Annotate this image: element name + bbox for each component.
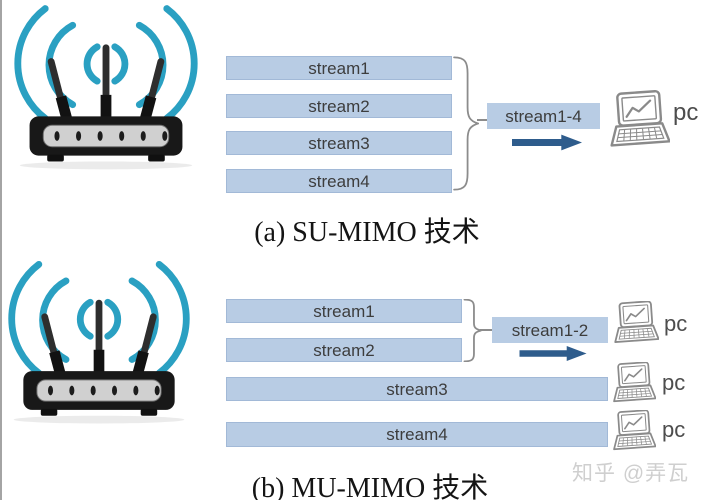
mu-caption: (b) MU-MIMO 技术: [251, 473, 489, 500]
su-stream3-label: stream3: [308, 133, 370, 153]
mu-stream3-label: stream3: [386, 379, 448, 399]
router-icon: [2, 256, 196, 428]
flow-arrow-icon: [519, 345, 587, 362]
group-brace-icon: [452, 56, 479, 191]
flow-arrow-icon: [512, 134, 583, 151]
left-edge-line: [0, 0, 2, 500]
su-stream1-label: stream1: [308, 58, 370, 78]
mu-stream4-bar: stream4: [226, 422, 608, 447]
mu-pc2-label: pc: [662, 370, 686, 395]
pc-laptop-icon: [606, 90, 670, 147]
pc-laptop-icon: [611, 301, 659, 343]
su-aggregate-box: stream1-4: [487, 103, 600, 129]
mu-stream3-bar: stream3: [226, 377, 608, 401]
mu-aggregate-label: stream1-2: [511, 320, 589, 340]
brace-connector-line: [477, 119, 488, 121]
mu-aggregate-box: stream1-2: [492, 317, 608, 343]
su-stream4-label: stream4: [308, 171, 370, 191]
mu-stream1-label: stream1: [313, 301, 375, 321]
pc-laptop-icon: [610, 410, 656, 451]
su-stream2-bar: stream2: [226, 94, 452, 118]
su-aggregate-label: stream1-4: [505, 106, 582, 126]
router-icon: [8, 2, 204, 172]
su-caption: (a) SU-MIMO 技术: [254, 217, 480, 248]
mu-pc3-label: pc: [662, 417, 686, 442]
su-stream2-label: stream2: [308, 96, 370, 116]
su-pc-label: pc: [673, 99, 699, 126]
brace-connector-line: [480, 329, 492, 331]
mu-stream2-bar: stream2: [226, 338, 462, 362]
mu-stream4-label: stream4: [386, 425, 448, 444]
su-stream1-bar: stream1: [226, 56, 452, 80]
su-stream3-bar: stream3: [226, 131, 452, 155]
su-stream4-bar: stream4: [226, 169, 452, 193]
mu-stream1-bar: stream1: [226, 299, 462, 323]
watermark-text: 知乎 @弄瓦: [572, 462, 690, 485]
mu-pc1-label: pc: [664, 311, 688, 336]
mu-stream2-label: stream2: [313, 340, 375, 360]
pc-laptop-icon: [610, 362, 656, 403]
